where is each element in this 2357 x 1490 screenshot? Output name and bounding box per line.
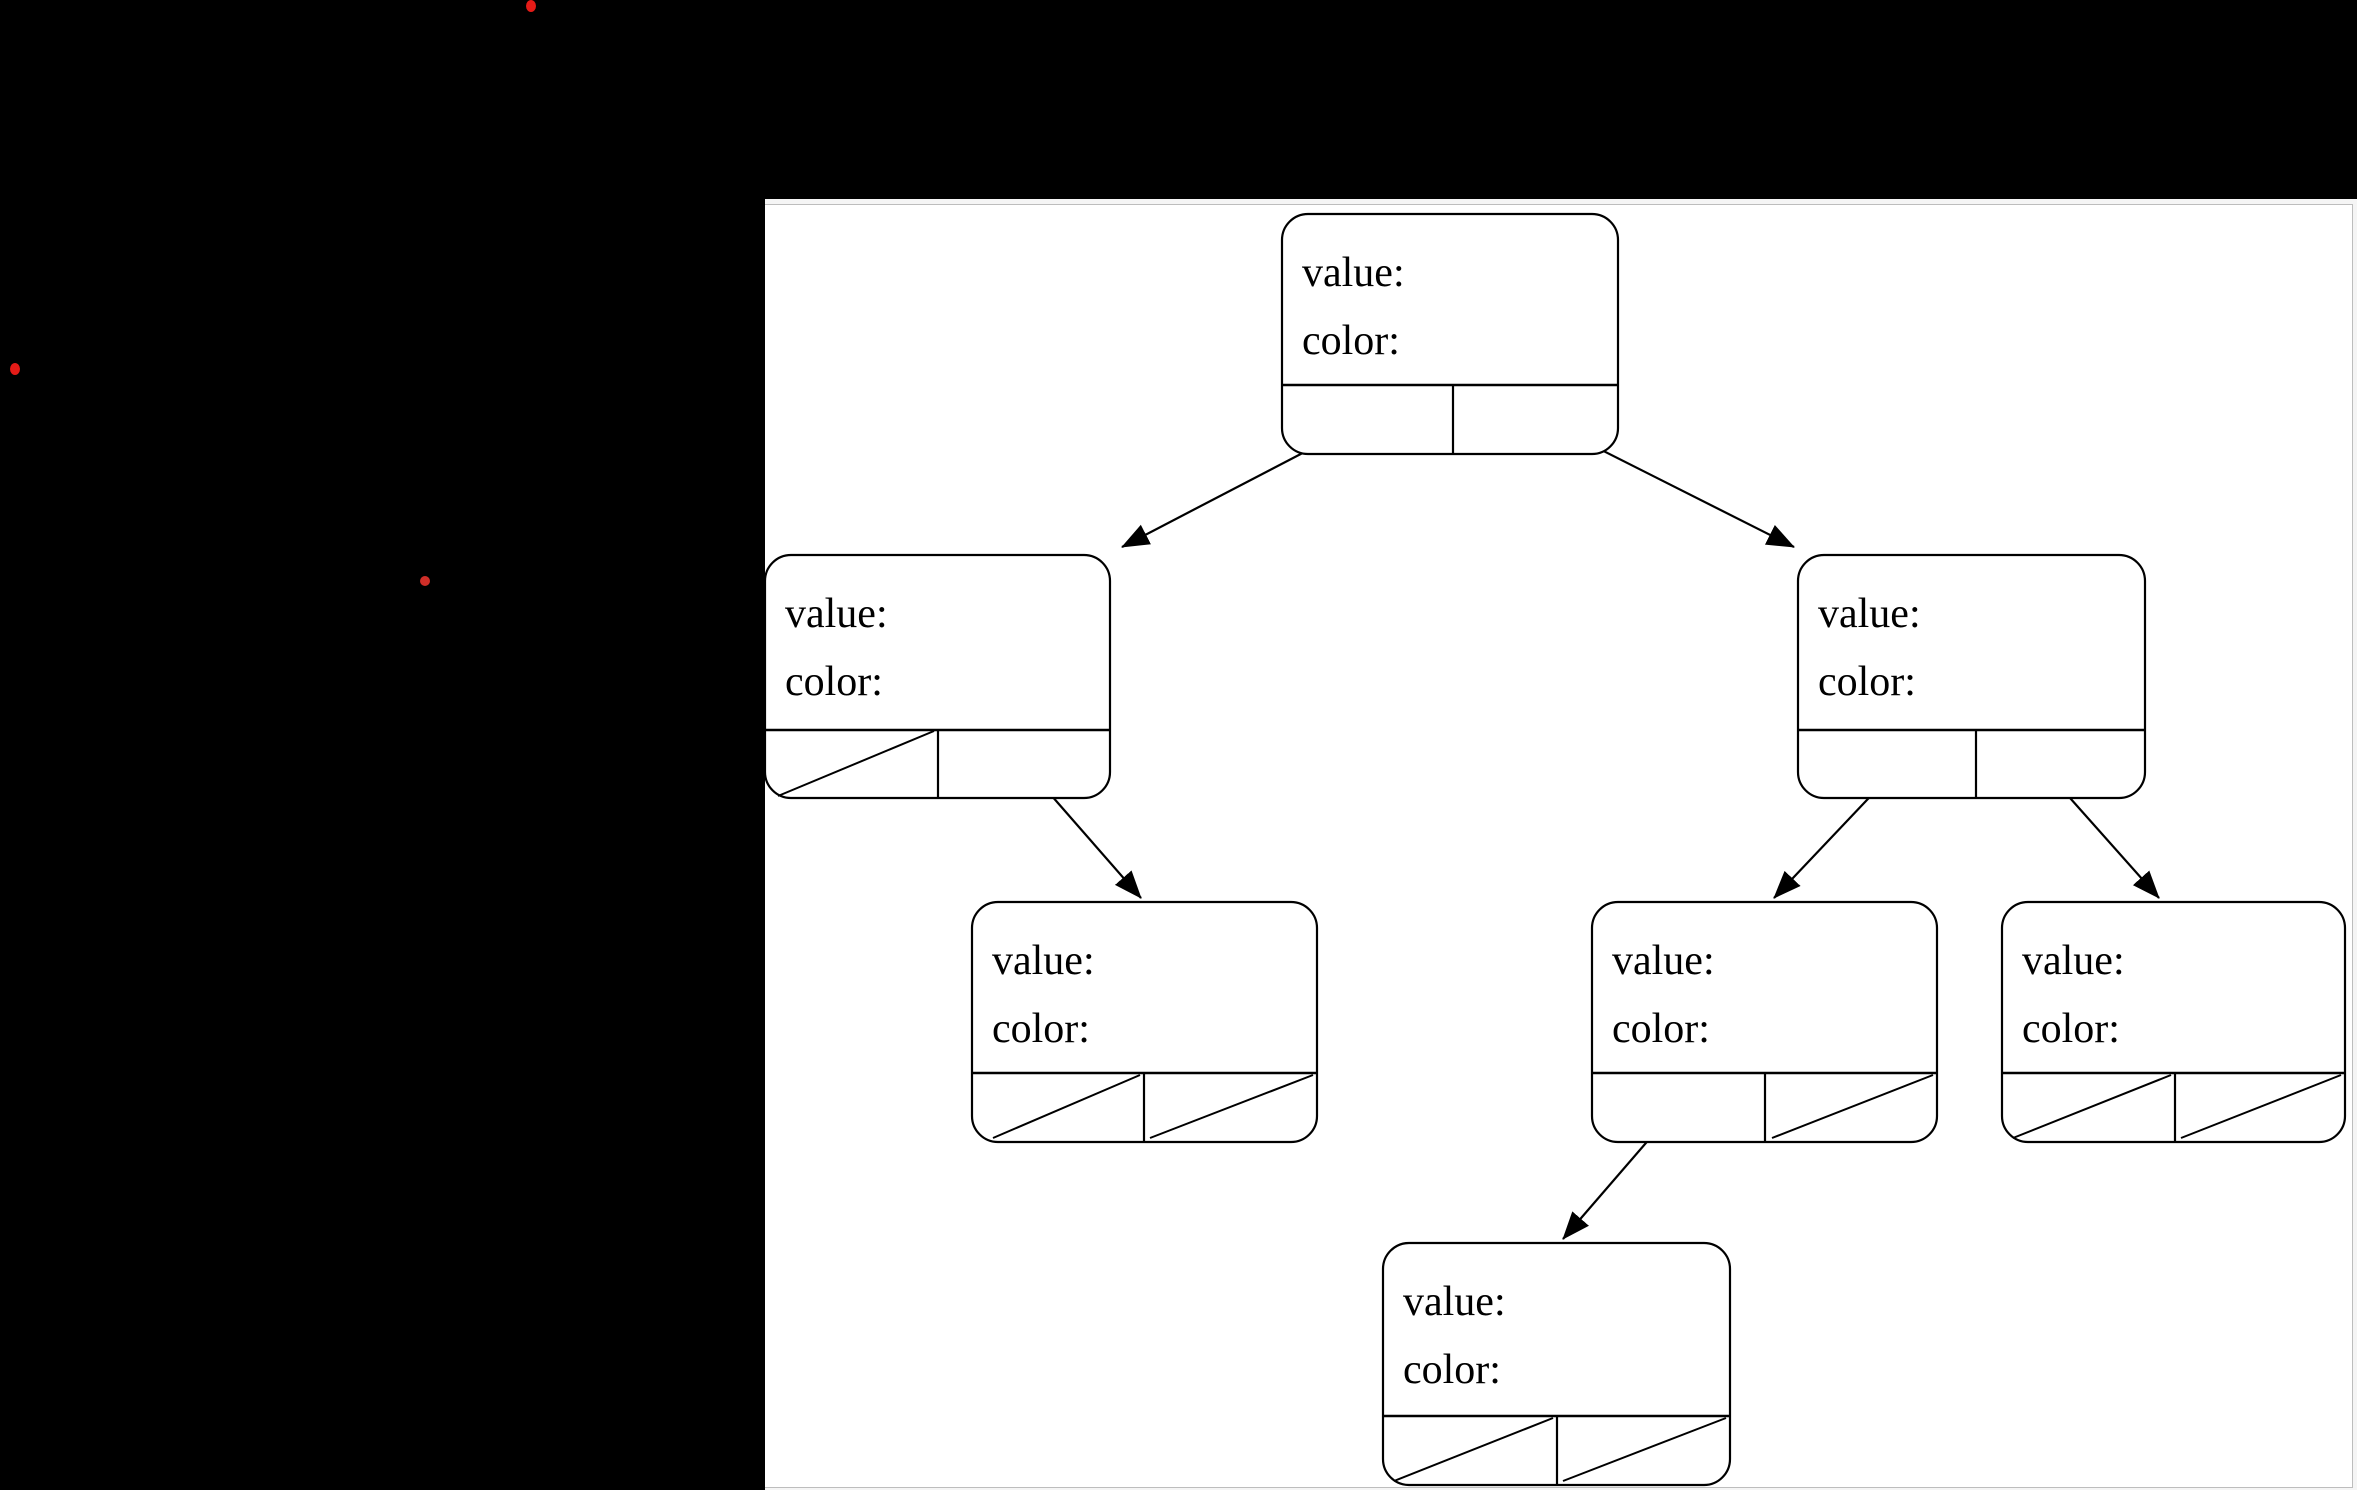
null-slash-left (992, 1074, 1141, 1139)
color-label: color: (1302, 318, 1400, 364)
color-label: color: (1403, 1347, 1501, 1393)
red-dot-marker (10, 363, 20, 375)
value-label: value: (2022, 938, 2125, 984)
null-slash-right (1771, 1074, 1934, 1139)
null-slash-left (2012, 1074, 2172, 1139)
tree-node-root: value: color: (1280, 212, 1620, 456)
value-label: value: (1403, 1279, 1506, 1325)
color-label: color: (2022, 1006, 2120, 1052)
node-box (2000, 900, 2347, 1144)
null-slash-right (1562, 1417, 1727, 1482)
value-label: value: (785, 591, 888, 637)
tree-node-right-child: value: color: (1796, 553, 2147, 800)
color-label: color: (1612, 1006, 1710, 1052)
red-dot-marker (420, 576, 430, 586)
null-slash-left (1393, 1417, 1554, 1482)
node-box (1280, 212, 1620, 456)
null-slash-right (1149, 1074, 1314, 1139)
tree-node-right-right-grandchild: value: color: (2000, 900, 2347, 1144)
tree-node-right-left-grandchild: value: color: (1590, 900, 1939, 1144)
color-label: color: (785, 659, 883, 705)
cursor-markers (10, 0, 536, 586)
node-box (1796, 553, 2147, 800)
value-label: value: (992, 938, 1095, 984)
color-label: color: (1818, 659, 1916, 705)
tree-node-right-left-left-greatgrandchild: value: color: (1381, 1241, 1732, 1487)
tree-node-left-right-grandchild: value: color: (970, 900, 1319, 1144)
null-slash-left (777, 730, 935, 797)
value-label: value: (1612, 938, 1715, 984)
null-slash-right (2180, 1074, 2342, 1139)
tree-node-left-child: value: color: (763, 553, 1112, 800)
color-label: color: (992, 1006, 1090, 1052)
red-dot-marker (526, 0, 536, 12)
value-label: value: (1302, 250, 1405, 296)
value-label: value: (1818, 591, 1921, 637)
